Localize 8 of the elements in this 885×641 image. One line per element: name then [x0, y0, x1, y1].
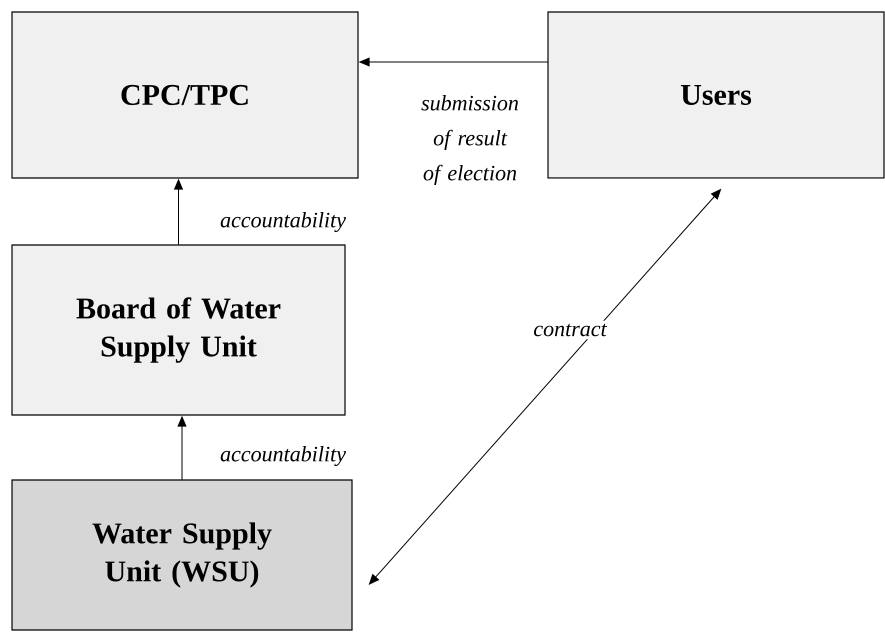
edge-label: submission of result of election: [407, 92, 533, 188]
process-box: Board of Water Supply Unit: [11, 244, 346, 416]
edge-label: accountability: [217, 443, 349, 470]
process-box: CPC/TPC: [11, 11, 359, 179]
process-box: Users: [547, 11, 885, 179]
edge-label: accountability: [217, 209, 349, 236]
process-box: Water Supply Unit (WSU): [11, 479, 353, 631]
edge-label: contract: [530, 320, 610, 340]
